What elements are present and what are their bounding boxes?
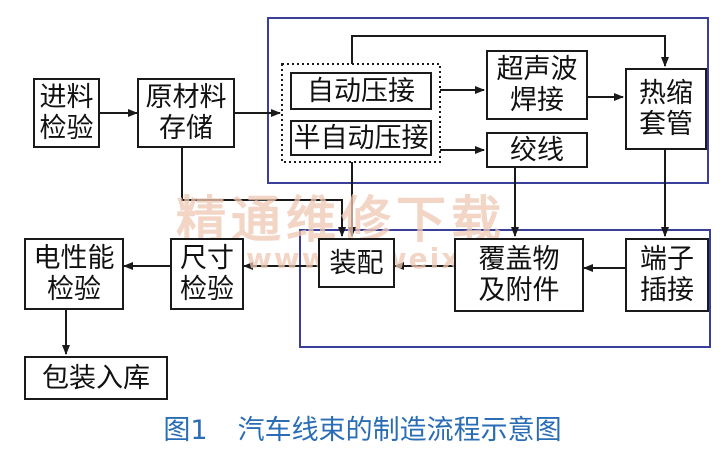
node-electrical-inspection: 电性能 检验 bbox=[24, 238, 124, 310]
node-twisting: 绞线 bbox=[486, 132, 588, 168]
node-ultrasonic-welding: 超声波 焊接 bbox=[486, 50, 588, 120]
node-covering-accessories: 覆盖物 及附件 bbox=[454, 238, 584, 312]
crimping-process-frame bbox=[267, 17, 709, 184]
node-dimension-inspection: 尺寸 检验 bbox=[170, 238, 244, 310]
crimping-dotted-group bbox=[281, 63, 441, 163]
edge-raw-to-assembly bbox=[181, 148, 346, 237]
node-incoming-inspection: 进料 检验 bbox=[33, 78, 100, 148]
figure-caption: 图1 汽车线束的制造流程示意图 bbox=[0, 408, 725, 447]
figure-number: 图1 bbox=[163, 415, 208, 446]
node-raw-material-storage: 原材料 存储 bbox=[137, 78, 235, 148]
node-assembly: 装配 bbox=[318, 238, 395, 288]
node-semi-auto-crimping: 半自动压接 bbox=[290, 120, 432, 156]
node-heat-shrink: 热缩 套管 bbox=[625, 68, 707, 150]
edge-crimping-bypass-to-heatshrink bbox=[351, 35, 669, 67]
node-packing-storage: 包装入库 bbox=[24, 356, 168, 400]
assembly-process-frame bbox=[299, 229, 711, 348]
node-auto-crimping: 自动压接 bbox=[290, 72, 432, 110]
node-terminal-insertion: 端子 插接 bbox=[625, 238, 709, 312]
figure-title: 汽车线束的制造流程示意图 bbox=[237, 415, 562, 446]
